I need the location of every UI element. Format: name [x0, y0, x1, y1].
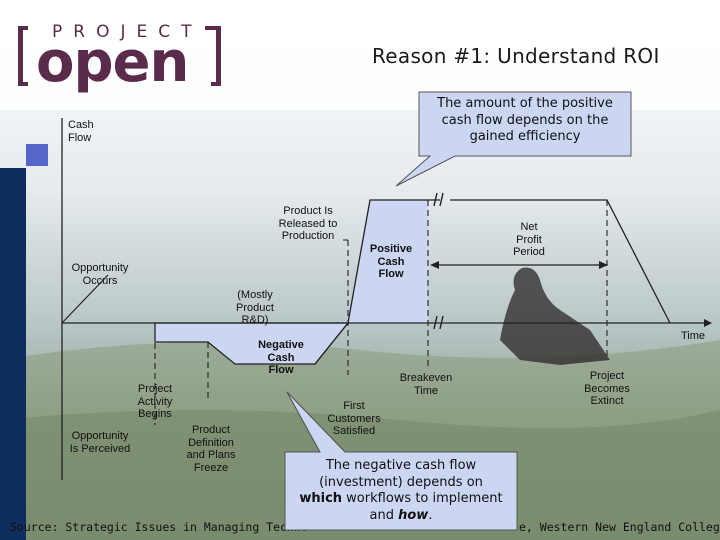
label-first-customers: First Customers Satisfied: [327, 400, 381, 437]
x-axis-label: Time: [681, 330, 706, 342]
source-citation: Source: Strategic Issues in Managing Tec…: [10, 520, 308, 534]
label-project-extinct: Project Becomes Extinct: [584, 370, 630, 407]
label-product-released: Product Is Released to Production: [278, 205, 338, 242]
emphasis-which: which: [299, 491, 343, 506]
x-axis-arrow: [704, 319, 712, 327]
label-positive-cash-flow: Positive Cash Flow: [369, 243, 413, 280]
navy-side-bar: [0, 168, 26, 540]
logo-project-text: PROJECT: [52, 22, 203, 42]
label-project-activity: Project Activity Begins: [137, 383, 173, 420]
cash-flow-curve: [314, 199, 440, 365]
callout-positive-efficiency: The amount of the positive cash flow dep…: [437, 96, 613, 144]
logo-bracket-left: [18, 26, 28, 86]
positive-cash-flow-area: [348, 200, 428, 323]
label-negative-cash-flow: Negative Cash Flow: [258, 339, 304, 376]
slide-title: Reason #1: Understand ROI: [372, 44, 660, 68]
label-product-definition: Product Definition and Plans Freeze: [186, 424, 236, 474]
y-axis-label: Cash Flow: [68, 119, 94, 144]
label-opportunity-occurs: Opportunity Occurs: [71, 262, 129, 287]
label-breakeven: Breakeven Time: [399, 372, 453, 397]
label-opportunity-perceived: Opportunity Is Perceived: [69, 430, 131, 455]
positive-callout-box: [395, 91, 632, 187]
source-citation-tail: e, Western New England College: [519, 520, 720, 534]
logo-open-text: open: [36, 30, 189, 95]
accent-square: [26, 144, 48, 166]
label-net-profit: Net Profit Period: [513, 221, 545, 258]
label-mostly-rd: (Mostly Product R&D): [236, 289, 274, 326]
callout-negative-investment: The negative cash flow (investment) depe…: [299, 458, 503, 523]
logo-bracket-right: [205, 26, 221, 86]
emphasis-how: how: [398, 507, 429, 523]
